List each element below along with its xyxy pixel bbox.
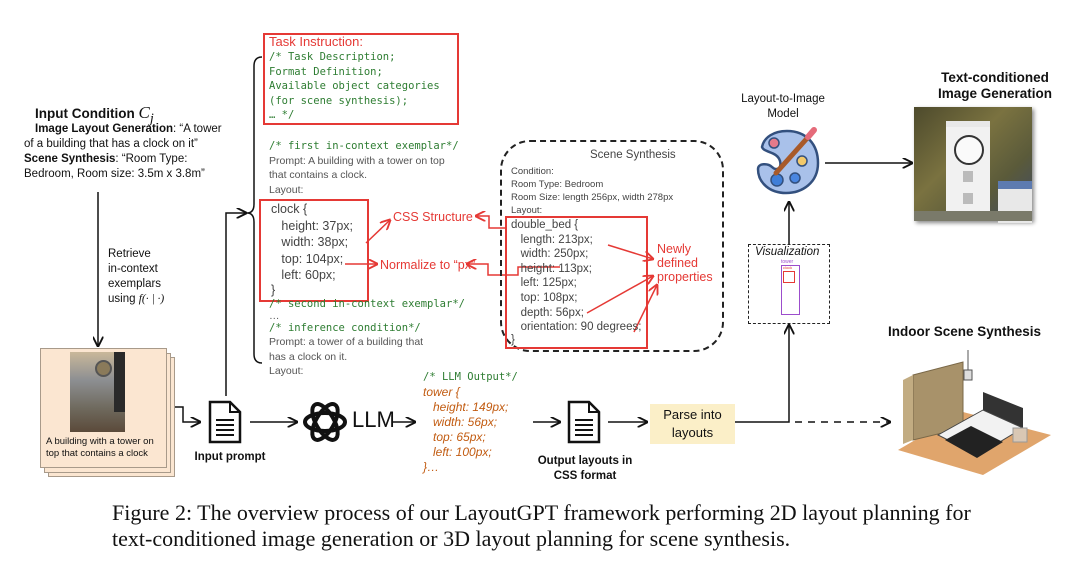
scene-synthesis-box bbox=[500, 140, 724, 352]
clock-icon bbox=[95, 360, 112, 377]
tower-window bbox=[963, 193, 973, 204]
tower-bbox bbox=[781, 265, 800, 315]
indoor-scene-title: Indoor Scene Synthesis bbox=[888, 324, 1042, 339]
clock-css-lines: clock { height: 37px; width: 38px; top: … bbox=[271, 202, 354, 297]
double-bed-css-lines: double_bed { length: 213px; width: 250px… bbox=[511, 219, 642, 346]
clock-tag: clock bbox=[783, 265, 793, 270]
input-prompt-label: Input prompt bbox=[194, 451, 266, 463]
arrow-depth-to-newly bbox=[586, 276, 653, 314]
first-exemplar: /* first in-context exemplar*/ Prompt: A… bbox=[269, 140, 459, 196]
palette-icon bbox=[756, 127, 820, 195]
scene-synthesis-title: Scene Synthesis bbox=[590, 149, 676, 161]
llm-output: /* LLM Output*/ tower { height: 149px; w… bbox=[423, 371, 518, 474]
document-icon bbox=[208, 400, 242, 444]
bedroom-render bbox=[898, 350, 1051, 475]
image-layout-condition-cont: of a building that has a clock on it” bbox=[24, 138, 198, 150]
css-structure-label: CSS Structure bbox=[393, 210, 473, 224]
remaining-prompt: /* second in-context exemplar*/ … /* inf… bbox=[269, 298, 465, 377]
visualization-label: Visualization bbox=[755, 246, 820, 258]
openai-logo-icon bbox=[303, 402, 347, 442]
headboard bbox=[983, 392, 1023, 428]
task-instruction-title: Task Instruction: bbox=[269, 34, 363, 49]
clock-bbox bbox=[783, 271, 795, 283]
arrow-length-to-newly bbox=[607, 244, 653, 259]
arrow-parse-to-visualization bbox=[735, 325, 789, 423]
task-instruction-box bbox=[263, 33, 459, 125]
tower-window bbox=[963, 171, 973, 182]
clock-css-box bbox=[259, 199, 369, 302]
normalize-label: Normalize to “px” bbox=[380, 258, 476, 272]
double-bed-css-box bbox=[505, 216, 648, 349]
bed-throw bbox=[945, 426, 1003, 458]
arrow-bed-to-css-structure bbox=[476, 216, 505, 229]
exemplar-caption: A building with a tower on top that cont… bbox=[46, 436, 154, 459]
exemplar-photo bbox=[70, 352, 125, 432]
ground bbox=[914, 211, 1032, 221]
figure-caption: Figure 2: The overview process of our La… bbox=[112, 500, 971, 551]
arrow-orientation-to-newly bbox=[633, 285, 657, 333]
nightstand bbox=[1012, 427, 1028, 443]
arrow-bed-to-normalize bbox=[467, 264, 560, 276]
tower-tag: tower bbox=[781, 259, 794, 265]
clock-face-icon bbox=[954, 135, 984, 165]
image-layout-condition: Image Layout Generation: “A tower bbox=[35, 123, 222, 135]
llm-label: LLM bbox=[352, 407, 395, 432]
input-condition-title: Input Condition Cj bbox=[35, 103, 154, 127]
generated-image bbox=[914, 107, 1032, 223]
pendant-lamp bbox=[963, 369, 973, 381]
visualization-box bbox=[748, 244, 830, 324]
wardrobe-side bbox=[903, 375, 913, 444]
photo-shadow bbox=[114, 352, 125, 412]
scene-condition: Scene Synthesis: “Room Type: bbox=[24, 153, 188, 165]
condition-symbol: Cj bbox=[138, 103, 154, 127]
task-instruction-lines: /* Task Description;Format Definition;Av… bbox=[269, 51, 440, 121]
scene-condition-cont: Bedroom, Room size: 3.5m x 3.8m” bbox=[24, 168, 205, 180]
output-document-icon bbox=[567, 400, 601, 444]
arrow-prompt-to-brace bbox=[225, 213, 246, 396]
brace bbox=[246, 56, 263, 364]
arrow-clock-to-css-structure bbox=[365, 220, 390, 244]
